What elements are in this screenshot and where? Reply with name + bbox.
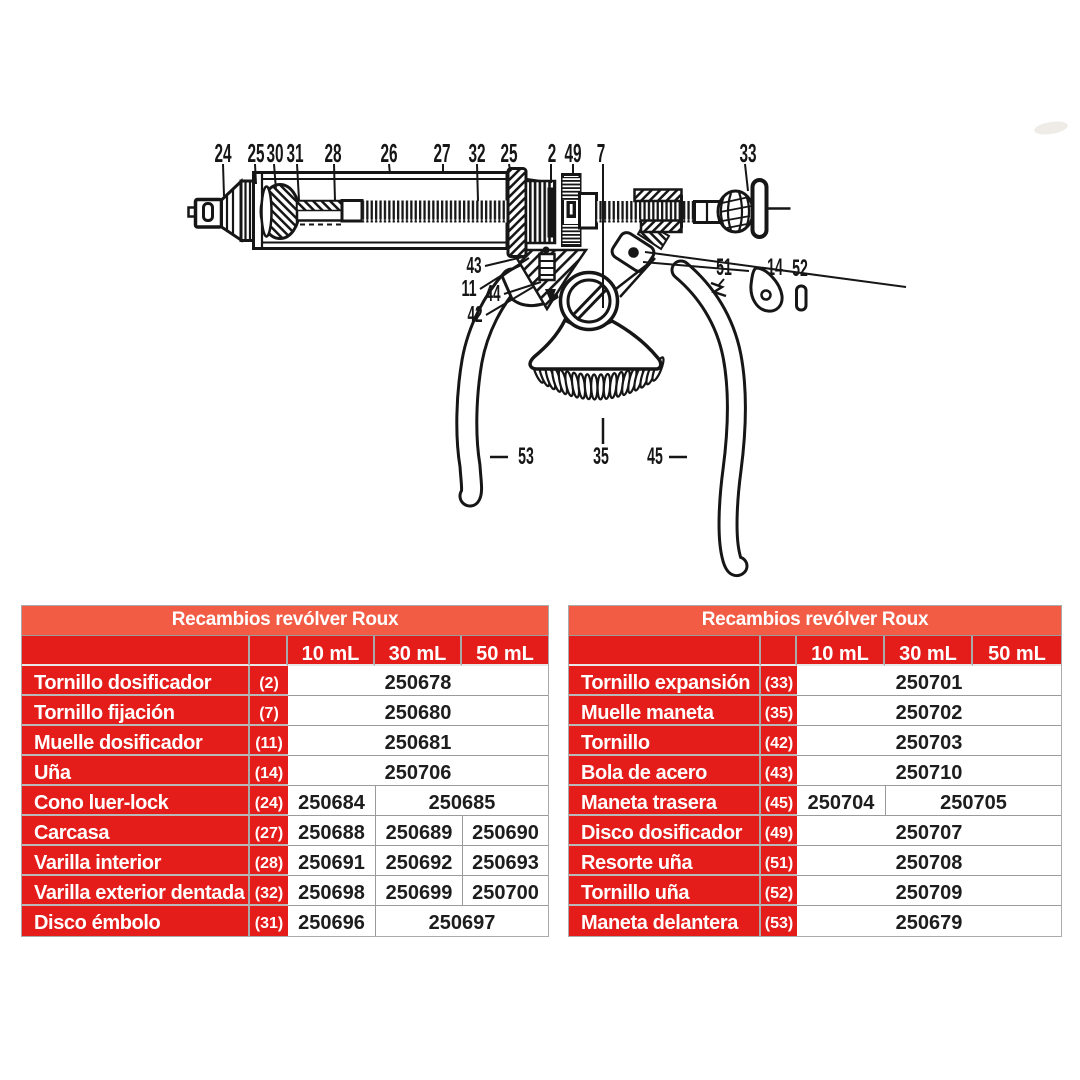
svg-text:42: 42 xyxy=(468,301,483,327)
svg-text:26: 26 xyxy=(381,138,398,168)
svg-text:25: 25 xyxy=(248,138,265,168)
svg-text:52: 52 xyxy=(792,255,808,282)
svg-text:25: 25 xyxy=(501,138,518,168)
svg-text:51: 51 xyxy=(716,254,732,281)
svg-text:49: 49 xyxy=(565,138,582,168)
svg-text:43: 43 xyxy=(467,252,482,278)
svg-text:44: 44 xyxy=(486,280,501,306)
svg-text:14: 14 xyxy=(767,254,783,281)
svg-text:27: 27 xyxy=(434,138,451,168)
svg-text:28: 28 xyxy=(325,138,342,168)
svg-text:32: 32 xyxy=(469,138,486,168)
svg-text:24: 24 xyxy=(215,138,232,168)
svg-text:53: 53 xyxy=(518,443,534,470)
svg-text:31: 31 xyxy=(287,138,304,168)
svg-text:2: 2 xyxy=(548,138,557,168)
svg-text:30: 30 xyxy=(267,138,284,168)
svg-text:45: 45 xyxy=(647,443,663,470)
svg-text:33: 33 xyxy=(740,138,757,168)
svg-text:7: 7 xyxy=(597,138,606,168)
svg-text:11: 11 xyxy=(462,275,477,301)
svg-text:35: 35 xyxy=(593,443,609,470)
